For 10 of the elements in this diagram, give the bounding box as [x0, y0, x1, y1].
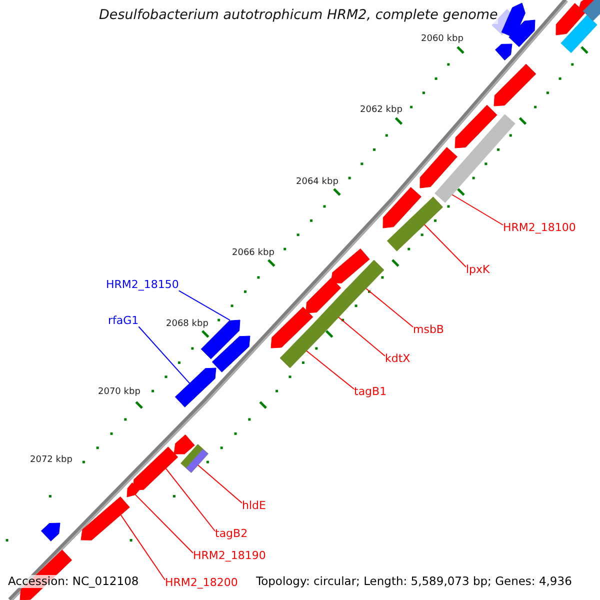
scale-label: 2062 kbp	[360, 105, 402, 116]
scale-label: 2068 kbp	[166, 319, 208, 330]
scale-label: 2060 kbp	[421, 34, 464, 44]
scale-label: 2064 kbp	[296, 177, 338, 188]
footer-text: Topology: circular; Length: 5,589,073 bp; Genes: 4,936	[256, 575, 572, 588]
scale-label: 2070 kbp	[98, 387, 140, 398]
title: Desulfobacterium autotrophicum HRM2, complete genome	[99, 8, 498, 24]
scale-label: 2066 kbp	[232, 248, 274, 258]
footer-text: Accession: NC_012108	[8, 575, 139, 588]
scale-label: 2072 kbp	[30, 455, 72, 466]
